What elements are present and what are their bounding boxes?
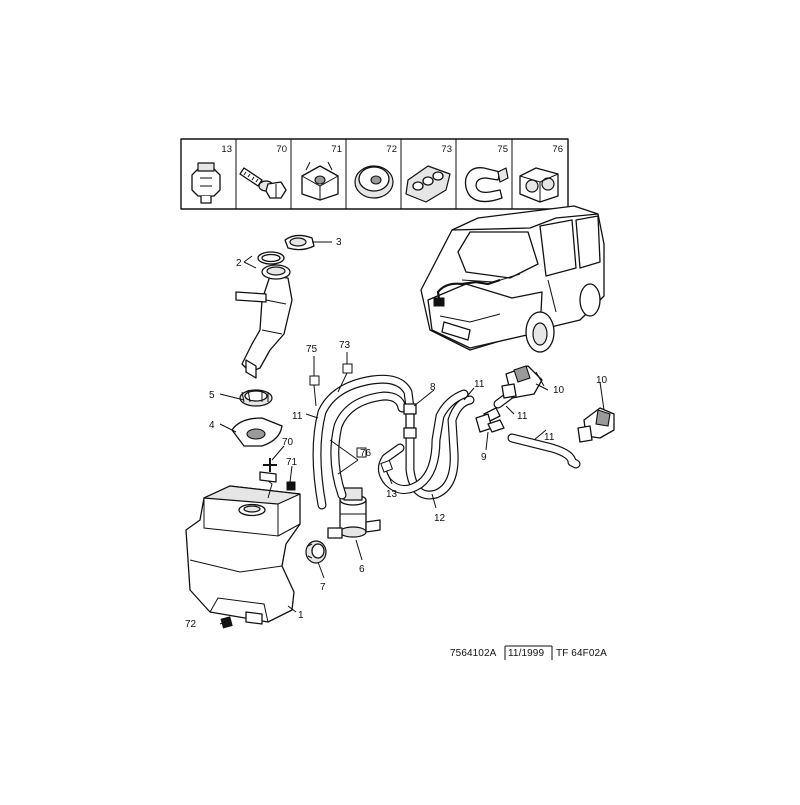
legend-number-76: 76 xyxy=(552,144,563,155)
legend-number-13: 13 xyxy=(221,144,232,155)
vehicle-location-sketch xyxy=(420,205,605,353)
seal-ring xyxy=(239,389,273,407)
callout-11-c: 11 xyxy=(517,411,528,422)
washer-hoses xyxy=(312,374,581,510)
callout-7: 7 xyxy=(320,582,326,593)
cage-nut-icon xyxy=(301,161,339,201)
callout-9: 9 xyxy=(481,452,487,463)
clip-73-marker xyxy=(342,363,353,374)
legend-number-70: 70 xyxy=(276,144,287,155)
callout-3: 3 xyxy=(336,237,342,248)
reference-code: 7564102A xyxy=(450,648,497,659)
legend-number-75: 75 xyxy=(497,144,508,155)
fastener-legend: 13 70 71 72 73 75 76 xyxy=(180,138,569,210)
callout-76: 76 xyxy=(360,448,372,459)
leader-lines xyxy=(219,241,605,625)
double-clip-icon xyxy=(519,167,559,203)
hose-connector-9 xyxy=(475,407,505,433)
filler-neck xyxy=(235,234,315,379)
callout-11-d: 11 xyxy=(544,432,555,443)
callout-2: 2 xyxy=(236,258,242,269)
clip-76-marker xyxy=(356,447,367,458)
callout-10-b: 10 xyxy=(596,375,608,386)
triple-grommet-icon xyxy=(405,165,451,203)
legend-number-71: 71 xyxy=(331,144,342,155)
washer-pump xyxy=(327,487,381,539)
clip-75-marker xyxy=(309,375,320,386)
callout-1: 1 xyxy=(298,610,304,621)
reference-date: 11/1999 xyxy=(508,648,544,659)
hose-connector-8 xyxy=(403,403,417,439)
mounting-plate xyxy=(231,417,283,447)
callout-70: 70 xyxy=(282,437,294,448)
callout-4: 4 xyxy=(209,420,215,431)
callout-12: 12 xyxy=(434,513,446,524)
washer-reservoir xyxy=(185,471,301,625)
callout-73: 73 xyxy=(339,340,351,351)
grommet-icon xyxy=(354,165,394,199)
callout-71: 71 xyxy=(286,457,298,468)
callout-5: 5 xyxy=(209,390,215,401)
clip-icon xyxy=(191,162,221,204)
legend-number-73: 73 xyxy=(441,144,452,155)
hose-clip-icon xyxy=(464,167,509,203)
grommet-7 xyxy=(305,540,327,564)
washer-nozzle-left xyxy=(501,365,545,399)
callout-10-a: 10 xyxy=(553,385,565,396)
reference-drawing: TF 64F02A xyxy=(556,648,607,659)
callout-11-a: 11 xyxy=(292,411,303,422)
legend-number-72: 72 xyxy=(386,144,397,155)
callout-75: 75 xyxy=(306,344,318,355)
bolt-icon xyxy=(239,167,287,199)
bolt-70-marker xyxy=(263,458,277,472)
drawing-reference: 7564102A 11/1999 TF 64F02A xyxy=(450,645,607,660)
clip-13-marker xyxy=(380,459,394,473)
grommet-72-marker xyxy=(220,616,233,629)
callout-8: 8 xyxy=(430,382,436,393)
callout-13: 13 xyxy=(386,489,398,500)
callout-labels: 2 3 5 4 70 71 1 72 7 6 75 73 76 11 13 8 … xyxy=(185,237,608,630)
cage-nut-71-marker xyxy=(286,481,296,491)
washer-nozzle-right xyxy=(577,407,615,443)
callout-6: 6 xyxy=(359,564,365,575)
callout-11-b: 11 xyxy=(474,379,485,390)
callout-72: 72 xyxy=(185,619,197,630)
